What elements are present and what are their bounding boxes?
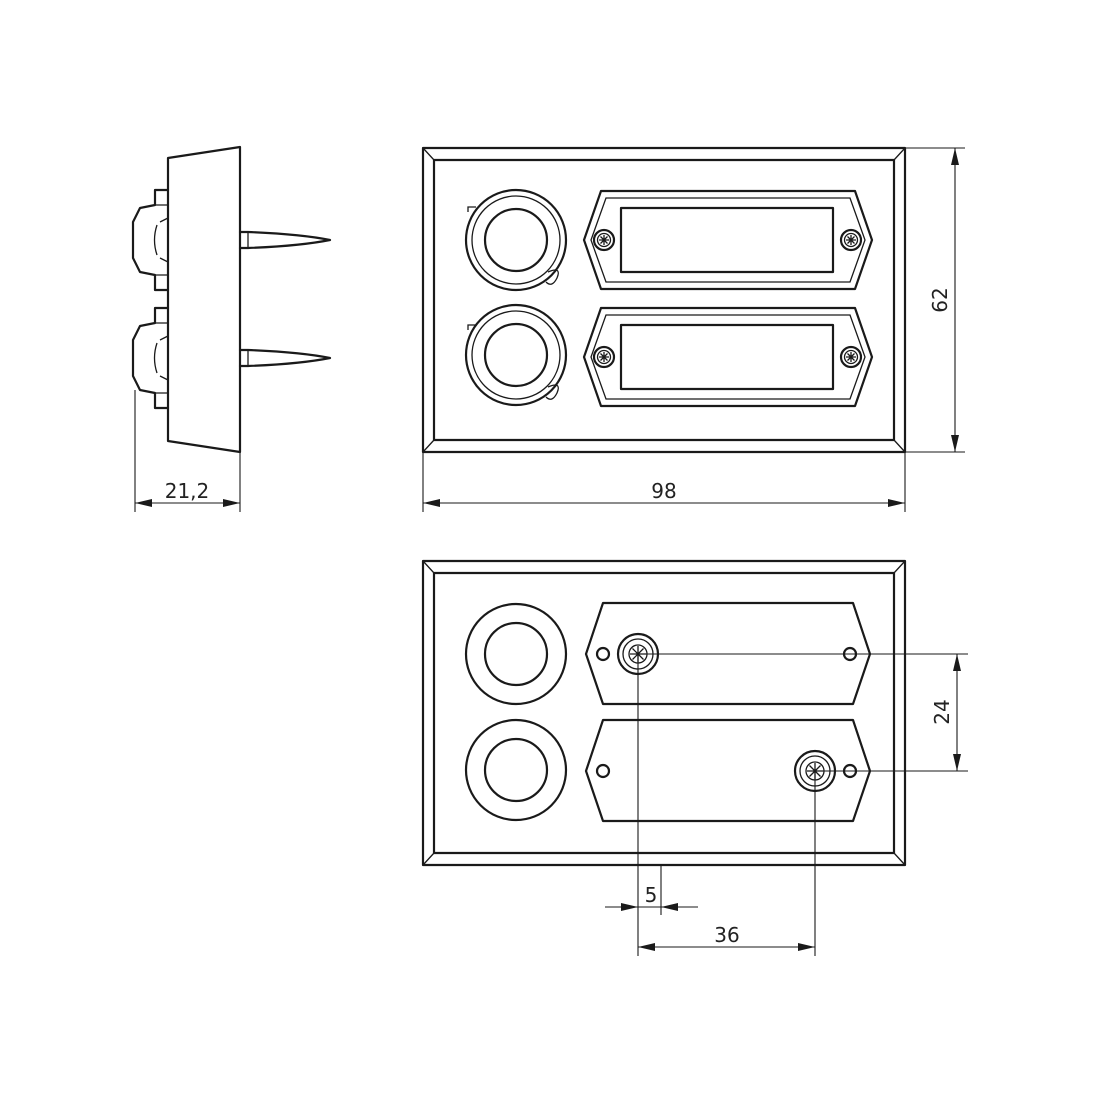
dimension-label-side-depth: 21,2 — [165, 479, 210, 503]
side-view-button-lower — [131, 306, 170, 410]
dimension-screw-offset: 5 — [605, 654, 698, 956]
dimension-screw-spacing-vertical: 24 — [638, 653, 968, 772]
dimension-screw-spacing-horizontal: 36 — [638, 771, 816, 956]
mounting-view: 24 5 36 — [421, 559, 968, 956]
front-view-button-upper — [464, 188, 568, 292]
mounting-hole — [595, 763, 611, 779]
dimension-front-height: 62 — [905, 147, 965, 453]
side-view-body — [166, 145, 242, 454]
mounting-view-frame-outer — [421, 559, 907, 867]
dimension-label-screw-spacing-vertical: 24 — [930, 699, 954, 724]
dimension-label-front-width: 98 — [651, 479, 676, 503]
screw-icon — [592, 228, 616, 252]
screw-icon — [839, 345, 863, 369]
front-view: 62 98 — [421, 146, 965, 512]
side-view-button-upper — [131, 188, 170, 292]
side-view-spike-lower — [238, 348, 332, 368]
front-view-nameplate-upper — [582, 189, 874, 291]
front-view-nameplate-lower — [582, 306, 874, 408]
side-view: 21,2 — [131, 145, 332, 512]
screw-icon — [839, 228, 863, 252]
dimension-side-depth: 21,2 — [134, 390, 241, 512]
mounting-view-frame-inner — [432, 571, 896, 855]
mounting-view-button-lower — [464, 718, 568, 822]
dimension-label-screw-spacing-horizontal: 36 — [714, 923, 739, 947]
front-view-button-lower — [464, 303, 568, 407]
mounting-hole — [595, 646, 611, 662]
dimension-label-screw-offset: 5 — [645, 883, 658, 907]
screw-icon — [592, 345, 616, 369]
dimension-front-width: 98 — [422, 452, 906, 512]
side-view-spike-upper — [238, 230, 332, 250]
front-view-frame-outer — [421, 146, 907, 454]
front-view-frame-inner — [432, 158, 896, 442]
mounting-view-button-upper — [464, 602, 568, 706]
dimension-label-front-height: 62 — [928, 287, 952, 312]
